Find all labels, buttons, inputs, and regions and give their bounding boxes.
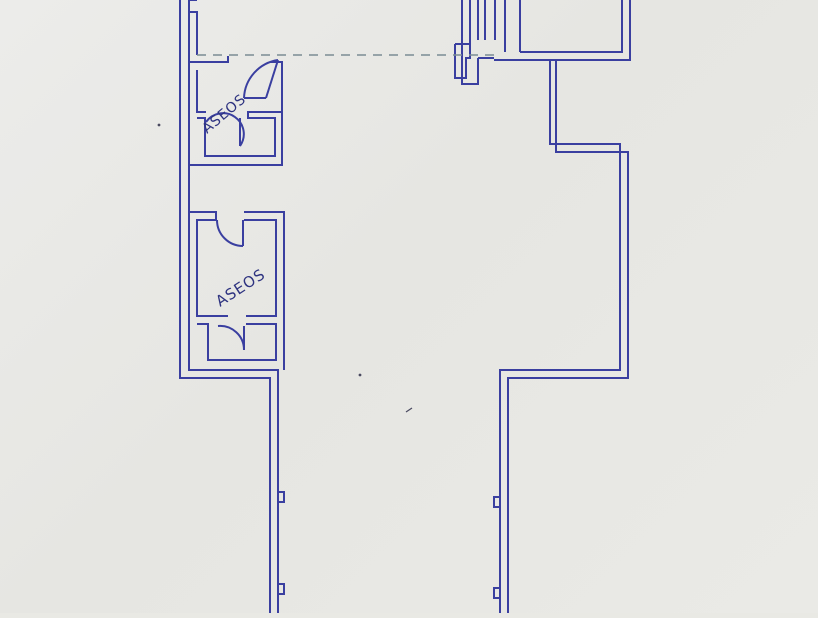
stair [454, 0, 521, 85]
restroom-upper-label: ASEOS [199, 91, 249, 137]
restroom-lower [189, 211, 285, 370]
right-wall-notches [493, 496, 500, 599]
left-outer-wall [179, 0, 279, 613]
drawing-specks [157, 123, 413, 413]
restroom-lower-label: ASEOS [212, 265, 268, 310]
left-wall-notches [278, 491, 285, 595]
right-upper-wall [494, 0, 631, 613]
restroom-upper [188, 56, 283, 166]
